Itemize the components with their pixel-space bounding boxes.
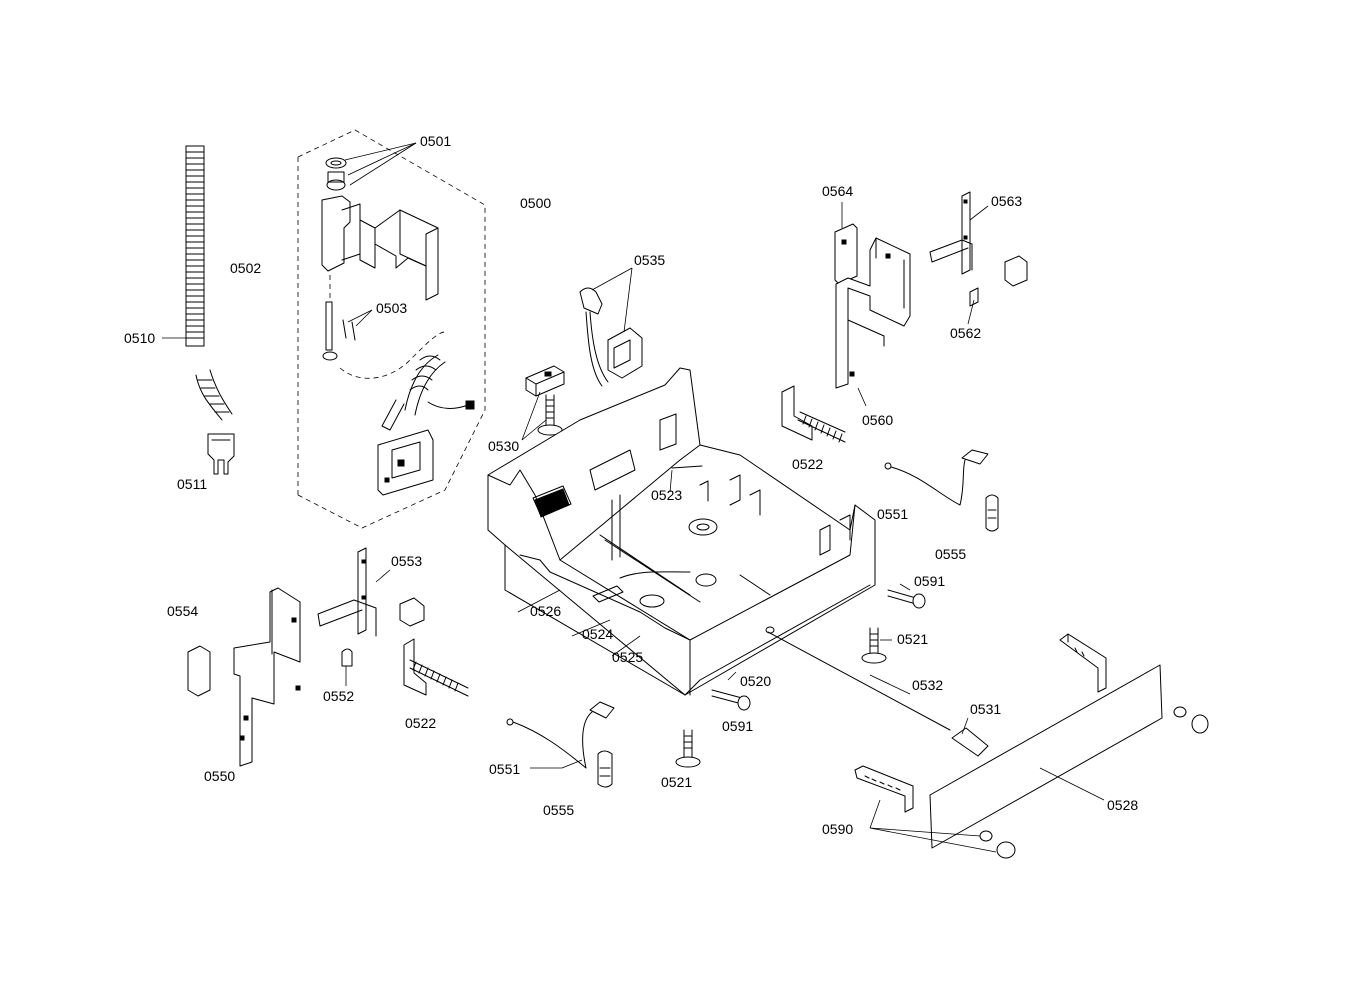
part-labels: 0501 0500 0502 0503 0510 0511 0535 0530 … [124,133,1138,837]
label-0501: 0501 [420,133,451,149]
label-0535: 0535 [634,252,665,268]
bracket-0530 [525,365,565,436]
sensor-cable-0551-right [884,449,989,506]
spring-bracket-0522-right [781,385,846,443]
screw-0591-right [887,589,926,609]
label-0502: 0502 [230,260,261,276]
rod-0532 [765,626,951,731]
label-0591-right: 0591 [914,573,945,589]
spring-0523 [671,465,703,469]
base-tray-0520 [487,367,876,696]
label-0564: 0564 [822,183,853,199]
label-0510: 0510 [124,330,155,346]
label-0551-left: 0551 [489,761,520,777]
screw-0521-left [675,729,701,768]
bracket-0590 [854,765,1016,859]
bracket-0554 [187,645,211,697]
label-0591-left: 0591 [722,718,753,734]
spring-bracket-0522-left [403,638,469,697]
bracket-0560 [835,237,911,389]
kick-panel-0528 [929,633,1209,849]
label-0524: 0524 [582,626,613,642]
screw-0521-right [861,627,887,664]
label-0522-right: 0522 [792,456,823,472]
hose-clip-0511 [207,433,235,475]
label-0520: 0520 [740,673,771,689]
label-0521-right: 0521 [897,631,928,647]
sensor-0535 [579,287,643,387]
label-0525: 0525 [612,649,643,665]
label-0590: 0590 [822,821,853,837]
label-0553: 0553 [391,553,422,569]
connector-0555-left [597,750,613,788]
bracket-0553 [317,547,425,637]
bracket-0563 [929,191,1028,287]
label-0550: 0550 [204,768,235,784]
clip-0552 [341,648,353,667]
label-0532: 0532 [912,677,943,693]
label-0500: 0500 [520,195,551,211]
label-0503: 0503 [376,300,407,316]
label-0563: 0563 [991,193,1022,209]
leader-lines [162,142,1105,853]
connector-0555-right [985,494,999,532]
bracket-0564 [834,223,858,285]
label-0552: 0552 [323,688,354,704]
label-0530: 0530 [488,438,519,454]
bracket-0550 [233,587,301,767]
label-0560: 0560 [862,412,893,428]
inlet-valve-assembly-0500 [297,129,486,529]
label-0523: 0523 [651,487,682,503]
clip-0562 [969,287,979,307]
label-0551-right: 0551 [877,506,908,522]
knob-0531 [951,727,989,757]
label-0554: 0554 [167,603,198,619]
hose-0510 [185,145,233,421]
label-0531: 0531 [970,701,1001,717]
label-0521-left: 0521 [661,774,692,790]
label-0522-left: 0522 [405,715,436,731]
screw-0591-left [711,689,751,711]
label-0526: 0526 [530,603,561,619]
label-0562: 0562 [950,325,981,341]
label-0555-left: 0555 [543,802,574,818]
label-0555-right: 0555 [935,546,966,562]
label-0528: 0528 [1107,797,1138,813]
label-0511: 0511 [177,476,207,492]
sensor-cable-0551-left [506,701,615,769]
